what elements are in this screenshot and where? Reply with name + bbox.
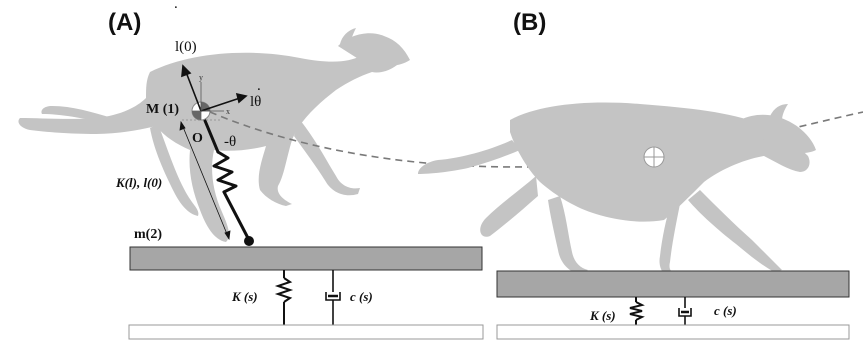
force-plate-b — [496, 270, 850, 298]
foot-mass-m2 — [244, 236, 254, 246]
force-plate-a — [129, 246, 483, 271]
panel-b-label: (B) — [513, 9, 546, 36]
foot-mass-label: m(2) — [134, 227, 162, 242]
l-theta-dot: . — [257, 78, 261, 94]
body-com-marker-b — [643, 146, 665, 168]
axis-x-label: x — [226, 107, 230, 116]
mass-body-label: M (1) — [146, 102, 179, 117]
surface-damper-a-label: c (s) — [350, 289, 373, 304]
origin-label: O — [192, 131, 203, 146]
l-zero-dot: . — [174, 0, 178, 12]
ground-base-a — [128, 324, 484, 340]
leg-stiffness-label: K(l), l(0) — [115, 175, 162, 190]
surface-damper-b — [678, 297, 692, 325]
surface-damper-b-label: c (s) — [714, 303, 737, 318]
local-axes — [200, 82, 224, 112]
panel-a-label: (A) — [108, 9, 141, 36]
l-theta-arrow — [200, 92, 248, 112]
axis-y-label: y — [199, 73, 203, 82]
l-zero-label: l(0) — [175, 39, 197, 55]
l-zero-arrow — [181, 64, 202, 112]
surface-damper-a — [325, 270, 341, 325]
surface-spring-b-label: K (s) — [589, 308, 616, 323]
surface-spring-a-label: K (s) — [231, 289, 258, 304]
leg-length-dimension — [179, 120, 231, 241]
ground-base-b — [496, 324, 850, 340]
dog-silhouette-a — [18, 28, 410, 242]
l-theta-label: lθ — [250, 94, 261, 110]
surface-spring-a — [274, 270, 294, 325]
neg-theta-label: -θ — [224, 134, 236, 150]
surface-spring-b — [629, 297, 645, 325]
